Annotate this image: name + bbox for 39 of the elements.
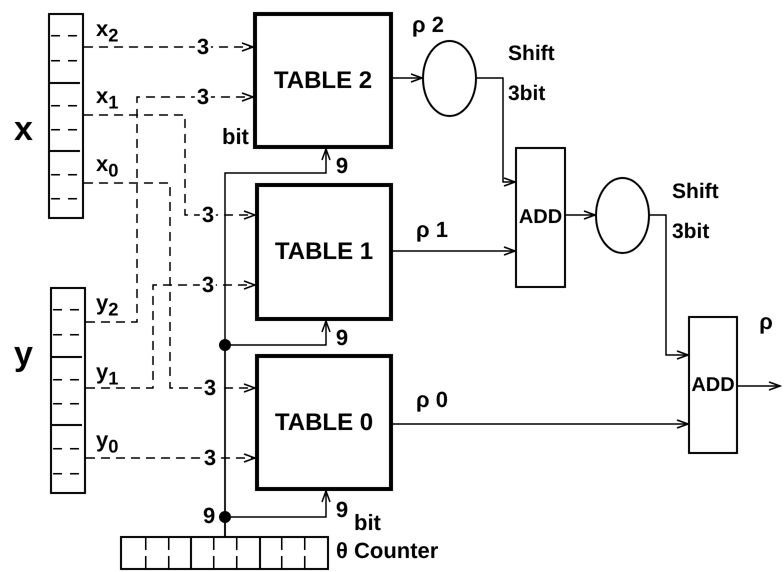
bit-label: bit xyxy=(222,126,249,148)
node-caption: Shift 3bit xyxy=(508,41,556,107)
node-caption: Shift 3bit xyxy=(672,179,720,245)
table-box: TABLE 1 xyxy=(255,183,393,321)
edge-label: ρ 0 xyxy=(414,389,450,411)
arrow xyxy=(566,210,596,220)
table-box: TABLE 0 xyxy=(255,354,393,491)
arrow xyxy=(393,73,423,83)
arrow xyxy=(650,214,689,360)
table-box: TABLE 2 xyxy=(253,12,393,149)
dashed-arrow xyxy=(84,114,256,220)
edge-label: ρ 1 xyxy=(414,219,450,241)
node-caption: x$_{0}$ xyxy=(96,153,118,180)
node-caption: y$_{2}$ xyxy=(96,292,118,319)
edge-label: ρ 2 xyxy=(410,14,446,36)
dashed-arrow xyxy=(86,280,256,389)
bit-label: 9 xyxy=(203,505,216,527)
arrow xyxy=(224,490,331,536)
arrow xyxy=(393,246,516,256)
register-box xyxy=(50,287,86,494)
dashed-arrow xyxy=(86,92,254,323)
arrow xyxy=(477,77,516,187)
arrow xyxy=(738,381,781,391)
register-box xyxy=(48,13,84,219)
adder-box: ADD xyxy=(515,147,566,288)
node-caption: x$_{1}$ xyxy=(96,85,118,112)
arrow xyxy=(393,419,689,429)
node-caption: y$_{0}$ xyxy=(96,429,118,456)
dashed-arrow xyxy=(84,42,254,52)
dashed-arrow xyxy=(86,453,256,463)
node-caption: y xyxy=(14,337,33,371)
node-caption: y$_{1}$ xyxy=(96,361,118,388)
adder-box: ADD xyxy=(688,316,738,454)
node-caption: θ Counter xyxy=(336,540,438,562)
counter-register xyxy=(120,536,329,570)
node-caption: x xyxy=(14,112,33,146)
bit-label: bit xyxy=(354,512,381,534)
node-caption: x$_{2}$ xyxy=(96,18,118,45)
dashed-arrow xyxy=(84,182,256,393)
